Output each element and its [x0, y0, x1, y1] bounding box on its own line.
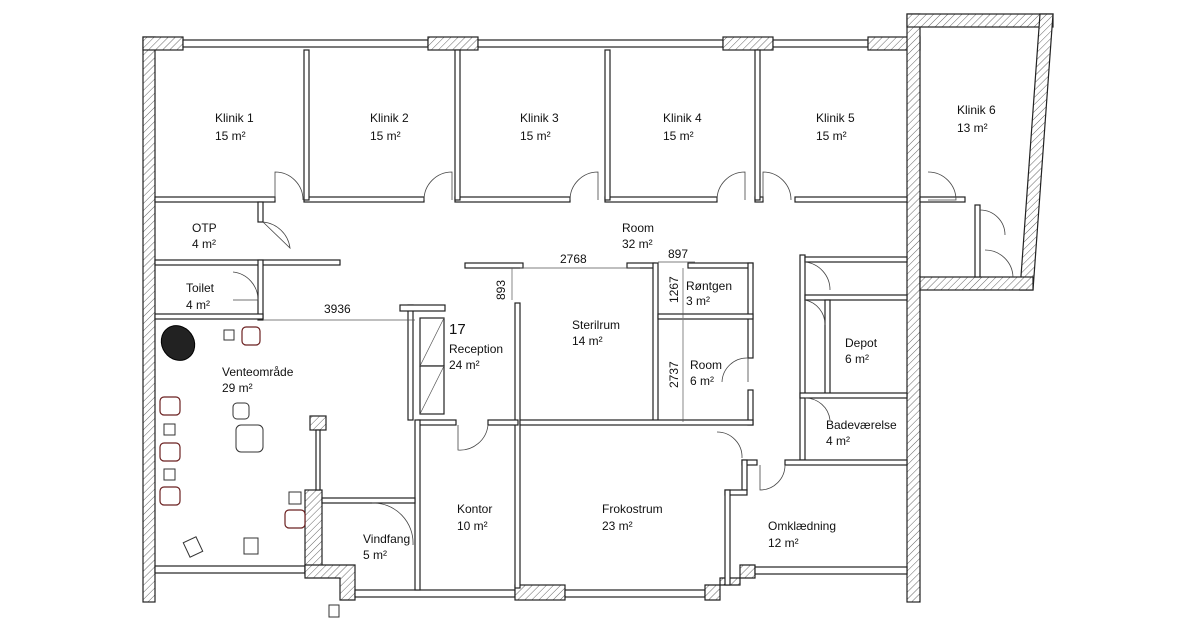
klinik1-area: 15 m² [215, 129, 246, 143]
badevaerelse-area: 4 m² [826, 434, 850, 448]
klinik6-area: 13 m² [957, 121, 988, 135]
omklaedning-area: 12 m² [768, 536, 799, 550]
room6-area: 6 m² [690, 374, 714, 388]
dimension-2737: 2737 [667, 361, 681, 388]
dimension-3936: 3936 [324, 302, 351, 316]
klinik4-name: Klinik 4 [663, 111, 702, 125]
dimension-2768: 2768 [560, 252, 587, 266]
rontgen-name: Røntgen [686, 279, 732, 293]
kontor-name: Kontor [457, 502, 492, 516]
armchair-icon [241, 326, 261, 346]
klinik3-name: Klinik 3 [520, 111, 559, 125]
table-icon [235, 424, 264, 453]
sterilrum-name: Sterilrum [572, 318, 620, 332]
klinik5-area: 15 m² [816, 129, 847, 143]
vindfang-name: Vindfang [363, 532, 410, 546]
dimension-1267: 1267 [667, 276, 681, 303]
klinik5-name: Klinik 5 [816, 111, 855, 125]
toilet-area: 4 m² [186, 298, 210, 312]
room32-name: Room [622, 221, 654, 235]
klinik2-name: Klinik 2 [370, 111, 409, 125]
room32-area: 32 m² [622, 237, 653, 251]
exterior-walls [142, 13, 1054, 603]
furniture [159, 325, 340, 618]
plant-icon [160, 325, 196, 361]
omklaedning-name: Omklædning [768, 519, 836, 533]
depot-name: Depot [845, 336, 878, 350]
reception-number: 17 [449, 321, 466, 338]
dimension-897: 897 [668, 247, 688, 261]
depot-area: 6 m² [845, 352, 869, 366]
otp-name: OTP [192, 221, 217, 235]
dimension-labels: 3936 2768 897 893 1267 2737 [324, 247, 688, 388]
room6-name: Room [690, 358, 722, 372]
vindfang-area: 5 m² [363, 548, 387, 562]
klinik3-area: 15 m² [520, 129, 551, 143]
klinik1-name: Klinik 1 [215, 111, 254, 125]
reception-name: Reception [449, 342, 503, 356]
venteomraade-name: Venteområde [222, 365, 294, 379]
badevaerelse-name: Badeværelse [826, 418, 897, 432]
frokostrum-area: 23 m² [602, 519, 633, 533]
frokostrum-name: Frokostrum [602, 502, 663, 516]
otp-area: 4 m² [192, 237, 216, 251]
interior-walls [154, 49, 981, 591]
kontor-area: 10 m² [457, 519, 488, 533]
sterilrum-area: 14 m² [572, 334, 603, 348]
klinik4-area: 15 m² [663, 129, 694, 143]
venteomraade-area: 29 m² [222, 381, 253, 395]
reception-area: 24 m² [449, 358, 480, 372]
rontgen-area: 3 m² [686, 294, 710, 308]
room-labels: Klinik 1 15 m² Klinik 2 15 m² Klinik 3 1… [186, 103, 996, 562]
klinik2-area: 15 m² [370, 129, 401, 143]
doors [232, 171, 1014, 546]
dimension-lines [263, 261, 695, 422]
toilet-name: Toilet [186, 281, 215, 295]
dimension-893: 893 [494, 280, 508, 300]
klinik6-name: Klinik 6 [957, 103, 996, 117]
